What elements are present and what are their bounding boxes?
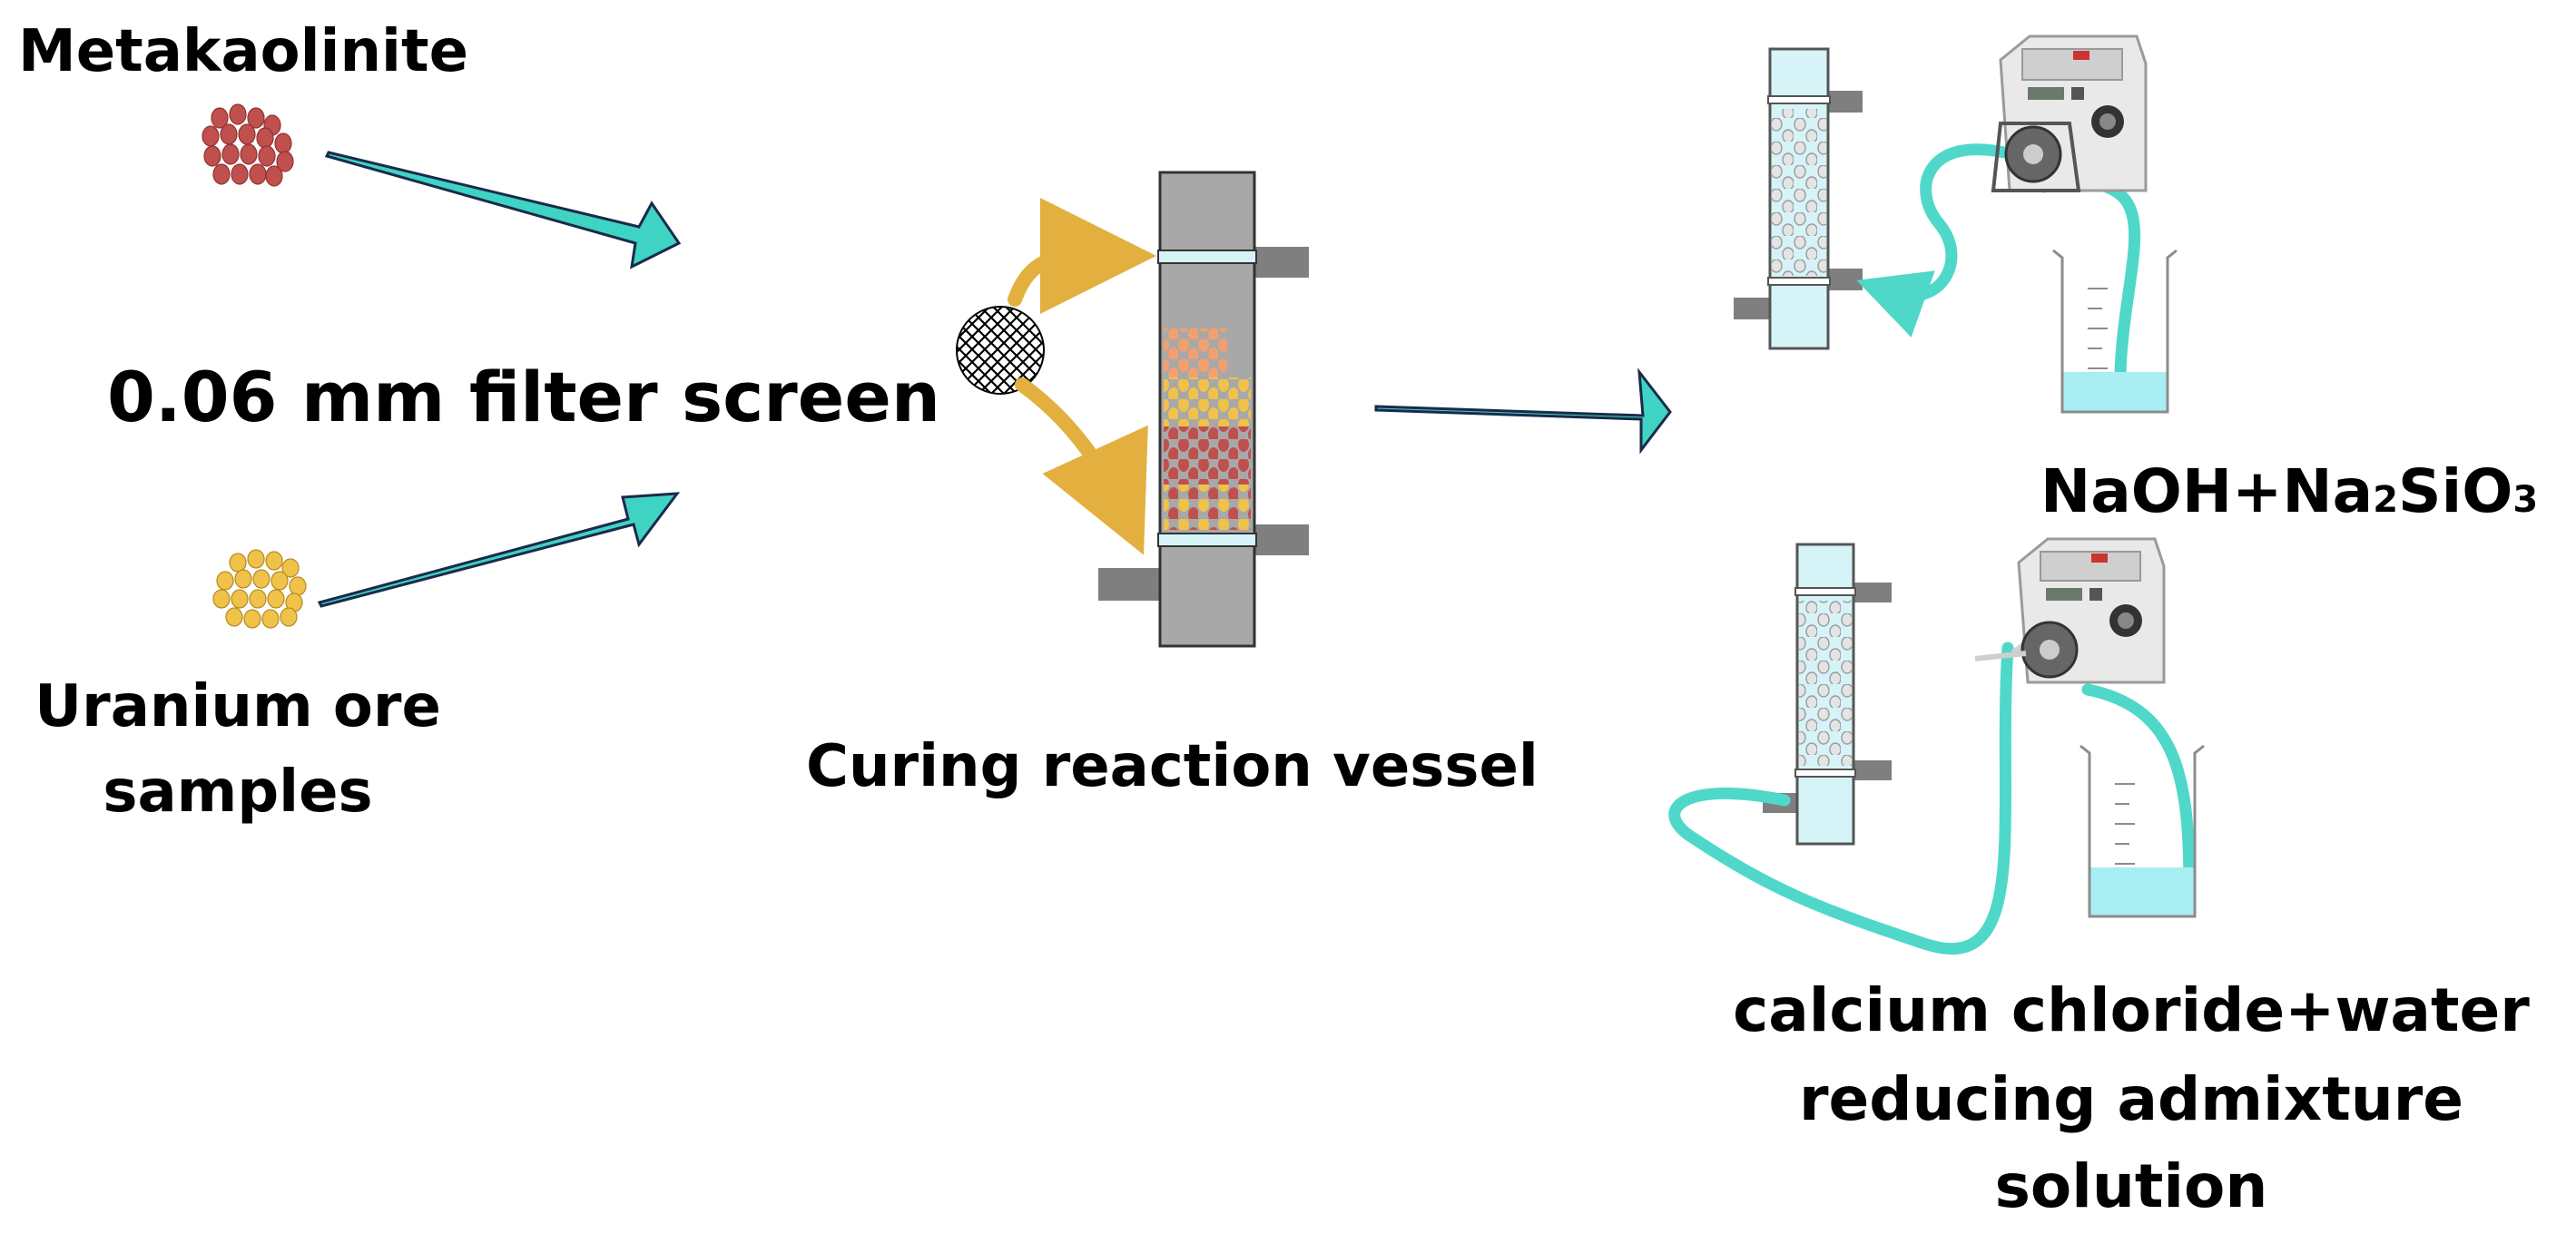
- beaker-icon: [2079, 744, 2205, 918]
- label-uranium-line1: Uranium ore: [34, 673, 441, 740]
- tube-pump-to-column-loop: [1668, 641, 2014, 955]
- arrow-uranium-to-vessel: [317, 492, 681, 608]
- arrow-screen-to-top: [1008, 197, 1156, 314]
- arrow-vessel-to-columns: [1374, 367, 1672, 455]
- column-clamp-top: [1852, 583, 1892, 602]
- label-cacl-line3: solution: [1995, 1151, 2268, 1221]
- vessel-bottom-screen: [1157, 533, 1257, 547]
- peristaltic-pump-icon: [1974, 537, 2166, 684]
- label-alkali-solution: NaOH+Na2SiO3: [2040, 456, 2538, 526]
- layer-orange-grains: [1164, 328, 1227, 377]
- layer-uranium-ore: [1164, 377, 1251, 426]
- layer-mixed-grains: [1164, 485, 1251, 530]
- tube-beaker-to-pump: [2081, 683, 2196, 896]
- label-cacl-line1: calcium chloride+water: [1733, 975, 2530, 1045]
- metakaolinite-cluster-icon: [202, 103, 294, 187]
- peristaltic-pump-icon: [1991, 34, 2148, 192]
- column-clamp-bottom: [1734, 298, 1775, 319]
- label-vessel: Curing reaction vessel: [806, 733, 1539, 800]
- label-metakaolinite: Metakaolinite: [18, 18, 468, 85]
- clamp-bottom-right: [1249, 524, 1309, 555]
- label-filter-screen: 0.06 mm filter screen: [107, 357, 940, 437]
- curing-reaction-vessel: [1098, 171, 1309, 648]
- layer-metakaolinite: [1164, 426, 1251, 485]
- column-clamp-mid: [1852, 760, 1892, 780]
- bottom-grouting-setup: [1668, 537, 2205, 955]
- uranium-ore-cluster-icon: [212, 549, 307, 629]
- vessel-top-screen: [1157, 250, 1257, 264]
- top-grouting-setup: [1734, 34, 2178, 414]
- arrow-screen-to-bottom: [1015, 377, 1148, 555]
- filter-screen-mesh-icon: [956, 306, 1045, 395]
- label-uranium-line2: samples: [103, 759, 372, 826]
- beaker-icon: [2052, 249, 2178, 414]
- clamp-top-right: [1249, 247, 1309, 278]
- tube-pump-to-column: [1856, 143, 2011, 338]
- clamp-bottom-left: [1098, 568, 1160, 601]
- tube-beaker-to-pump: [2038, 175, 2141, 378]
- arrow-metakaolinite-to-vessel: [324, 151, 682, 269]
- label-cacl-line2: reducing admixture: [1799, 1064, 2463, 1134]
